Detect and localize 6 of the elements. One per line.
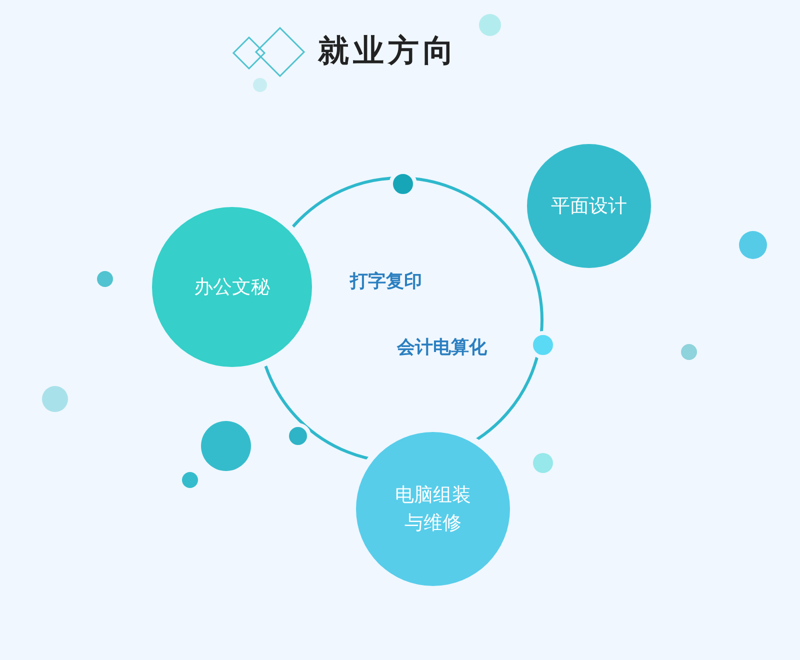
topic-text: 电脑组装与维修 bbox=[394, 482, 472, 536]
topic-text: 打字复印 bbox=[350, 270, 422, 293]
topic-text: 平面设计 bbox=[551, 194, 627, 219]
topic-text: 会计电算化 bbox=[397, 336, 487, 359]
topic-text: 办公文秘 bbox=[194, 274, 270, 300]
title: 就业方向 bbox=[318, 32, 458, 71]
